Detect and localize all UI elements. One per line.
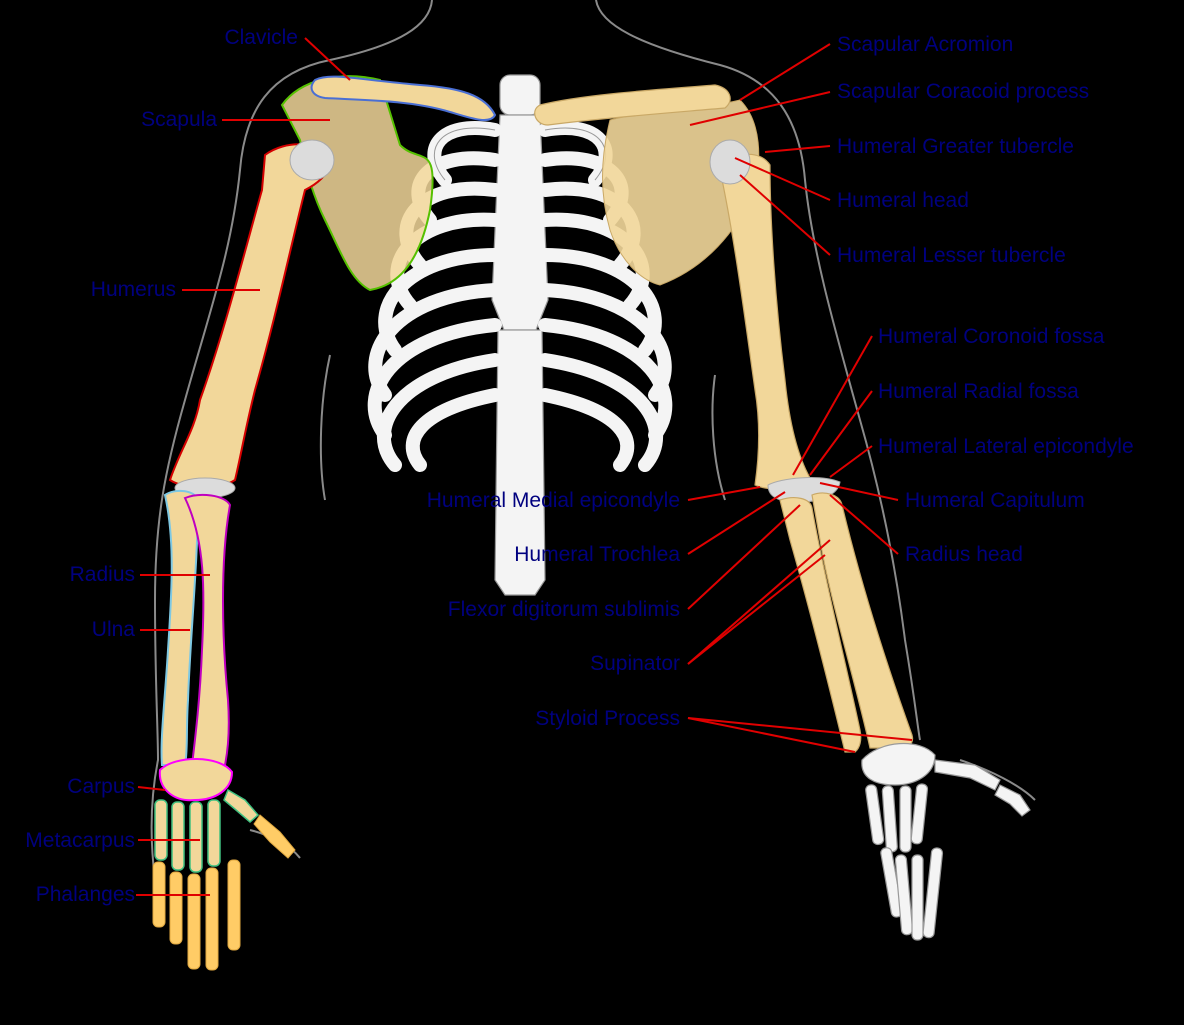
label-radius: Radius: [70, 563, 135, 586]
label-styloid-process: Styloid Process: [535, 707, 680, 730]
label-ulna: Ulna: [92, 618, 136, 641]
labels: Clavicle Scapula Humerus Radius Ulna Car…: [25, 26, 1133, 906]
ribs-shading: [434, 127, 606, 181]
label-humeral-greater-tubercle: Humeral Greater tubercle: [837, 135, 1074, 158]
left-shoulder-girdle: [280, 75, 497, 292]
label-humeral-lesser-tubercle: Humeral Lesser tubercle: [837, 244, 1066, 267]
label-scapula: Scapula: [141, 108, 217, 131]
ulna-right: [779, 497, 862, 753]
rib-cage: [367, 74, 673, 596]
label-humerus: Humerus: [91, 278, 176, 301]
label-carpus: Carpus: [67, 775, 135, 798]
humerus-left: [168, 143, 332, 489]
phalanges-left: [152, 814, 296, 971]
humerus-right: [719, 153, 811, 490]
label-humeral-radial-fossa: Humeral Radial fossa: [878, 380, 1079, 403]
clavicle-right: [534, 84, 731, 126]
ribs-left: [367, 121, 502, 472]
label-radius-head: Radius head: [905, 543, 1023, 566]
humeral-head-left: [289, 139, 335, 181]
right-forearm: [779, 492, 914, 753]
label-phalanges: Phalanges: [36, 883, 135, 906]
carpus-left: [158, 758, 234, 802]
right-hand: [861, 743, 1031, 941]
left-forearm: [160, 489, 232, 766]
humeral-head-right: [709, 139, 751, 185]
label-humeral-head: Humeral head: [837, 189, 969, 212]
right-humerus: [709, 139, 841, 503]
label-humeral-coronoid-fossa: Humeral Coronoid fossa: [878, 325, 1105, 348]
metacarpals-right: [865, 759, 1001, 853]
label-supinator: Supinator: [590, 652, 680, 675]
label-humeral-medial-epicondyle: Humeral Medial epicondyle: [427, 489, 680, 512]
metacarpals-left: [154, 788, 260, 873]
label-humeral-capitulum: Humeral Capitulum: [905, 489, 1085, 512]
label-flexor-digitorum: Flexor digitorum sublimis: [448, 598, 680, 621]
vertebra-cervical: [499, 74, 541, 116]
ulna-left: [160, 489, 200, 766]
radius-left: [183, 493, 232, 766]
label-scapular-coracoid: Scapular Coracoid process: [837, 80, 1089, 103]
label-scapular-acromion: Scapular Acromion: [837, 33, 1013, 56]
label-humeral-lateral-epicondyle: Humeral Lateral epicondyle: [878, 435, 1134, 458]
label-metacarpus: Metacarpus: [25, 829, 135, 852]
clavicle-left: [310, 75, 497, 122]
scapula-left: [280, 75, 434, 292]
left-hand: [152, 758, 296, 971]
label-humeral-trochlea: Humeral Trochlea: [514, 543, 680, 566]
carpus-right: [861, 743, 936, 786]
label-clavicle: Clavicle: [224, 26, 298, 49]
left-humerus: [168, 139, 335, 499]
phalanges-right: [880, 784, 1031, 941]
leader-lines: [136, 37, 913, 896]
